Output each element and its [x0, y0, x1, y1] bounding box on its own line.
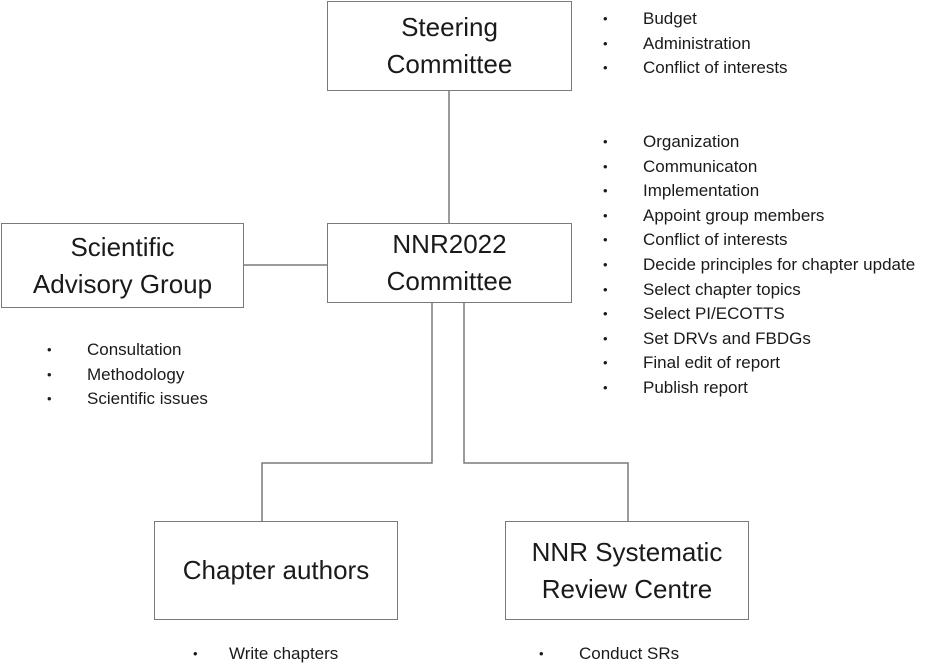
chapter-authors-box: Chapter authors: [154, 521, 398, 620]
bullet-icon: •: [603, 306, 608, 322]
list-item-text: Consultation: [87, 340, 182, 359]
bullet-icon: •: [603, 355, 608, 371]
list-item-text: Budget: [643, 9, 697, 28]
bullet-icon: •: [539, 646, 544, 661]
scientific-advisory-group-line1: Scientific: [70, 231, 175, 262]
bullet-icon: •: [603, 232, 608, 248]
list-item-text: Methodology: [87, 364, 185, 384]
bullet-icon: •: [603, 330, 608, 346]
list-item-text: Final edit of report: [643, 353, 781, 373]
bullet-icon: •: [603, 60, 608, 76]
steering-committee-line2: Committee: [386, 49, 513, 79]
list-item-text: Communicaton: [643, 156, 758, 176]
list-item-text: Scientific issues: [87, 389, 208, 409]
bullet-icon: •: [603, 158, 608, 174]
nnr2022-committee-line2: Committee: [386, 266, 513, 296]
list-item-text: Appoint group members: [643, 205, 825, 225]
bullet-icon: •: [603, 134, 608, 149]
bullet-icon: •: [603, 35, 608, 51]
bullet-icon: •: [603, 207, 608, 223]
list-item-text: Implementation: [643, 181, 760, 201]
list-item-text: Set DRVs and FBDGs: [643, 328, 811, 348]
list-item-text: Conduct SRs: [579, 644, 680, 663]
list-item-text: Select chapter topics: [643, 279, 801, 299]
chapter-authors-label: Chapter authors: [182, 555, 370, 585]
connector-nnr-authors: [261, 303, 433, 521]
steering-committee-line1: Steering: [401, 12, 498, 42]
nnr2022-committee-box: NNR2022 Committee: [327, 223, 572, 303]
bullet-icon: •: [603, 256, 608, 272]
nnr-systematic-review-centre-line2: Review Centre: [541, 573, 713, 604]
list-item-text: Administration: [643, 33, 751, 53]
bullet-icon: •: [603, 183, 608, 199]
bullet-icon: •: [47, 391, 52, 407]
list-item-text: Select PI/ECOTTS: [643, 304, 785, 324]
connector-nnr-src: [463, 303, 629, 521]
nnr-systematic-review-centre-line1: NNR Systematic: [531, 536, 723, 567]
bullet-icon: •: [603, 11, 608, 26]
list-item-text: Conflict of interests: [643, 58, 788, 78]
list-item-text: Decide principles for chapter update: [643, 254, 916, 274]
list-item-text: Write chapters: [229, 644, 339, 663]
list-item-text: Conflict of interests: [643, 230, 788, 250]
bullet-icon: •: [47, 366, 52, 382]
scientific-advisory-group-line2: Advisory Group: [32, 268, 213, 299]
bullet-icon: •: [193, 646, 198, 661]
bullet-icon: •: [47, 342, 52, 357]
steering-committee-box: Steering Committee: [327, 1, 572, 91]
list-item-text: Organization: [643, 132, 740, 151]
list-item-text: Publish report: [643, 377, 748, 397]
bullet-icon: •: [603, 281, 608, 297]
nnr2022-committee-line1: NNR2022: [392, 229, 507, 259]
scientific-advisory-group-box: Scientific Advisory Group: [1, 223, 244, 308]
nnr-systematic-review-centre-box: NNR Systematic Review Centre: [505, 521, 749, 620]
bullet-icon: •: [603, 379, 608, 395]
